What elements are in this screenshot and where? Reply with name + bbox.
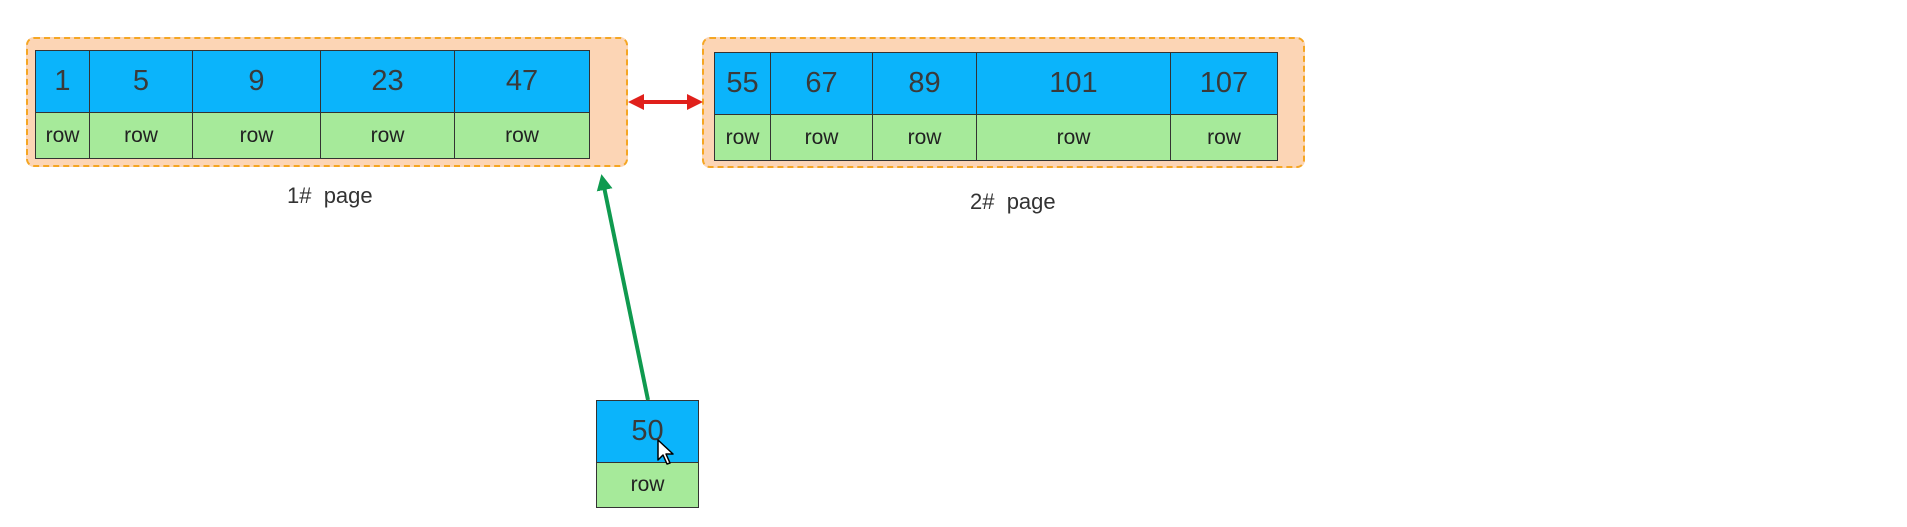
record-cell: 9 row xyxy=(193,51,321,159)
record-cell: 107 row xyxy=(1171,53,1278,161)
record-row: row xyxy=(36,113,89,159)
record-cell: 47 row xyxy=(455,51,590,159)
new-record[interactable]: 50 row xyxy=(596,400,699,508)
record-row: row xyxy=(455,113,589,159)
record-cell: 23 row xyxy=(321,51,455,159)
record-cell: 67 row xyxy=(771,53,873,161)
record-row: row xyxy=(977,115,1170,161)
new-record-key: 50 xyxy=(597,401,698,465)
record-key: 5 xyxy=(90,51,192,113)
page-2-container: 55 row 67 row 89 row 101 row 107 row xyxy=(702,37,1305,168)
page-1-records: 1 row 5 row 9 row 23 row 47 row xyxy=(35,50,590,159)
record-row: row xyxy=(321,113,454,159)
record-key: 101 xyxy=(977,53,1170,115)
record-key: 107 xyxy=(1171,53,1277,115)
record-row: row xyxy=(1171,115,1277,161)
record-row: row xyxy=(715,115,770,161)
up-arrow-icon xyxy=(596,174,650,401)
record-row: row xyxy=(873,115,976,161)
record-key: 67 xyxy=(771,53,872,115)
record-cell: 101 row xyxy=(977,53,1171,161)
page-1-container: 1 row 5 row 9 row 23 row 47 row xyxy=(26,37,628,167)
record-row: row xyxy=(193,113,320,159)
record-key: 55 xyxy=(715,53,770,115)
new-record-row: row xyxy=(597,463,698,507)
record-key: 9 xyxy=(193,51,320,113)
record-cell: 89 row xyxy=(873,53,977,161)
record-cell: 55 row xyxy=(715,53,771,161)
record-key: 89 xyxy=(873,53,976,115)
record-row: row xyxy=(90,113,192,159)
record-row: row xyxy=(771,115,872,161)
mouse-pointer-icon xyxy=(657,439,674,465)
record-cell: 1 row xyxy=(36,51,90,159)
page-1-label: 1# page xyxy=(287,183,373,208)
page-2-label: 2# page xyxy=(970,189,1056,214)
page-2-records: 55 row 67 row 89 row 101 row 107 row xyxy=(714,52,1278,161)
record-key: 47 xyxy=(455,51,589,113)
record-cell: 5 row xyxy=(90,51,193,159)
record-key: 1 xyxy=(36,51,89,113)
record-key: 23 xyxy=(321,51,454,113)
